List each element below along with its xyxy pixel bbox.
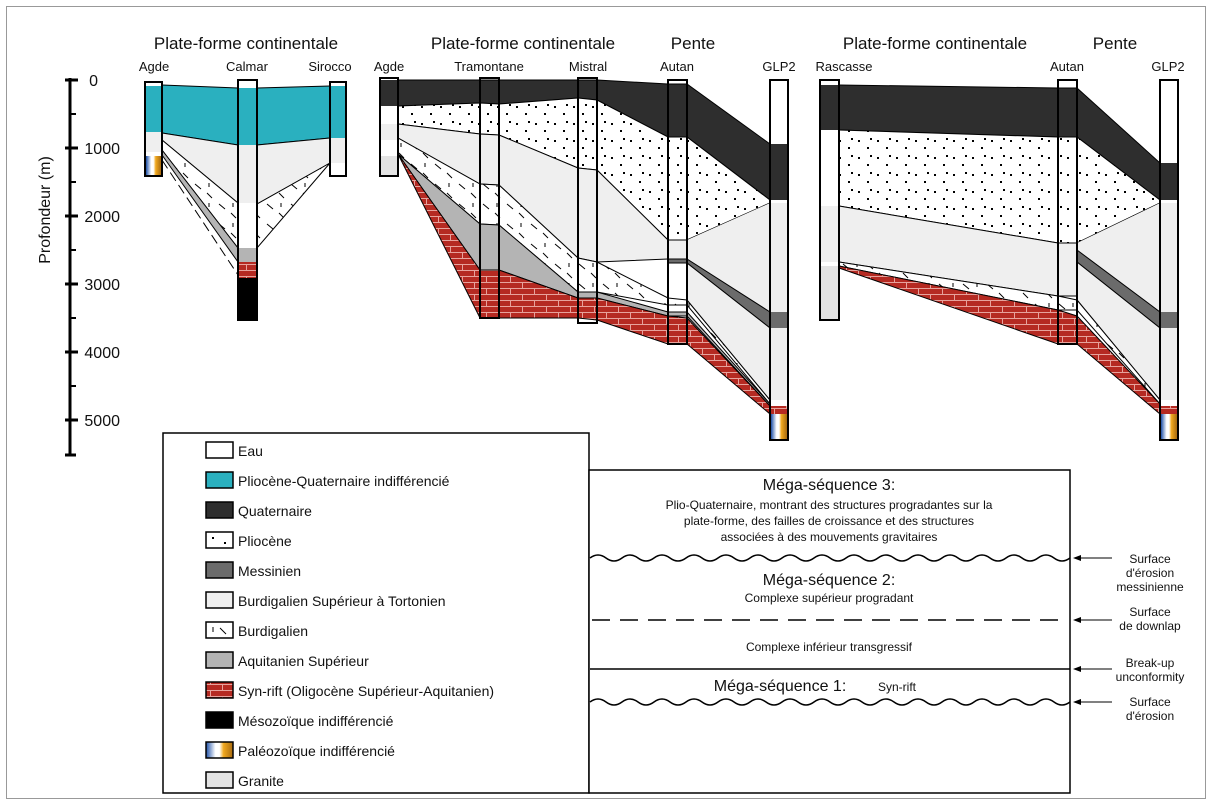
messinien-swatch [205,561,234,579]
well-label-mistral: Mistral [569,59,607,74]
depth-tick-1000: 1000 [84,141,120,158]
section-title-3: Pente [671,34,715,53]
arrow-left-icon [1073,699,1081,705]
plio-quaternaire-swatch [205,471,234,489]
legend-label-aquitanien: Aquitanien Supérieur [238,653,369,669]
surface-2-line-2: de downlap [1119,619,1181,633]
well-label-tramontane: Tramontane [454,59,524,74]
depth-axis-title: Profondeur (m) [37,156,54,264]
legend-label-burdigalien: Burdigalien [238,623,308,639]
depth-axis [65,78,78,457]
legend-label-mesozoique: Mésozoïque indifférencié [238,713,394,729]
legend-label-pliocene: Pliocène [238,533,292,549]
arrow-left-icon [1073,666,1081,672]
ms3-title: Méga-séquence 3: [763,477,896,494]
depth-tick-0: 0 [89,73,98,90]
legend-swatches [205,441,234,789]
eau-swatch [205,441,234,459]
well-column-calmar [237,79,258,321]
well-column-rascasse [819,79,840,321]
arrow-left-icon [1073,617,1081,623]
well-column-agde-1 [144,81,163,177]
pliocene-swatch [205,531,234,549]
well-label-sirocco: Sirocco [308,59,351,74]
well-label-agde-1: Agde [139,59,169,74]
arrow-left-icon [1073,555,1081,561]
paleozoique-swatch [205,741,234,759]
syn-rift-swatch [205,681,234,699]
section-title-1: Plate-forme continentale [154,34,338,53]
surface-1-line-3: messinienne [1116,580,1184,594]
surface-4-line-1: Surface [1129,695,1171,709]
legend-label-quaternaire: Quaternaire [238,503,312,519]
well-label-calmar: Calmar [226,59,269,74]
surface-arrows [1073,555,1112,705]
legend-box [162,432,590,794]
surface-4-line-2: d'érosion [1126,709,1174,723]
ms2-lower-desc: Complexe inférieur transgressif [746,640,913,654]
well-column-glp2-1 [769,79,789,441]
well-label-glp2-2: GLP2 [1151,59,1184,74]
messinian-erosion-line [589,554,1071,562]
well-column-autan-2 [1057,79,1078,345]
panel-3-cross-section [819,84,1179,415]
section-title-2: Plate-forme continentale [431,34,615,53]
surface-1-line-1: Surface [1129,552,1171,566]
well-label-autan-1: Autan [660,59,694,74]
mesozoique-swatch [205,711,234,729]
well-column-agde-2 [379,77,399,177]
legend-label-syn-rift: Syn-rift (Oligocène Supérieur-Aquitanien… [238,683,494,699]
legend-label-plio-quaternaire: Pliocène-Quaternaire indifférencié [238,473,450,489]
ms1-title: Méga-séquence 1: [714,678,847,695]
burdigalien-sup-swatch [205,591,234,609]
well-label-rascasse: Rascasse [815,59,872,74]
well-column-glp2-2 [1159,79,1179,441]
ms3-desc-line-2: plate-forme, des failles de croissance e… [684,514,974,528]
well-label-agde-2: Agde [374,59,404,74]
ms2-desc: Complexe supérieur progradant [745,591,914,605]
depth-tick-3000: 3000 [84,277,120,294]
burdigalien-swatch [205,621,234,639]
legend-label-eau: Eau [238,443,263,459]
surface-1-line-2: d'érosion [1126,566,1174,580]
section-title-5: Pente [1093,34,1137,53]
well-column-tramontane [479,77,500,319]
ms3-desc-line-3: associées à des mouvements gravitaires [721,530,938,544]
sequences-box [588,469,1071,794]
depth-tick-4000: 4000 [84,345,120,362]
surface-3-line-2: unconformity [1116,670,1185,684]
aquitanien-swatch [205,651,234,669]
depth-tick-2000: 2000 [84,209,120,226]
legend-label-burdigalien-sup: Burdigalien Supérieur à Tortonien [238,593,446,609]
legend-label-messinien: Messinien [238,563,301,579]
well-label-glp2-1: GLP2 [762,59,795,74]
erosion-surface-line [589,698,1071,706]
well-column-mistral [577,77,598,324]
quaternaire-swatch [205,501,234,519]
ms1-desc: Syn-rift [878,680,917,694]
well-column-autan-1 [667,79,688,345]
well-column-sirocco [329,81,347,177]
ms3-desc-line-1: Plio-Quaternaire, montrant des structure… [666,498,993,512]
depth-tick-5000: 5000 [84,413,120,430]
well-label-autan-2: Autan [1050,59,1084,74]
legend-label-granite: Granite [238,773,284,789]
legend-label-paleozoique: Paléozoïque indifférencié [238,743,395,759]
surface-2-line-1: Surface [1129,605,1171,619]
section-title-4: Plate-forme continentale [843,34,1027,53]
surface-3-line-1: Break-up [1126,656,1175,670]
granite-swatch [205,771,234,789]
ms2-title: Méga-séquence 2: [763,572,896,589]
